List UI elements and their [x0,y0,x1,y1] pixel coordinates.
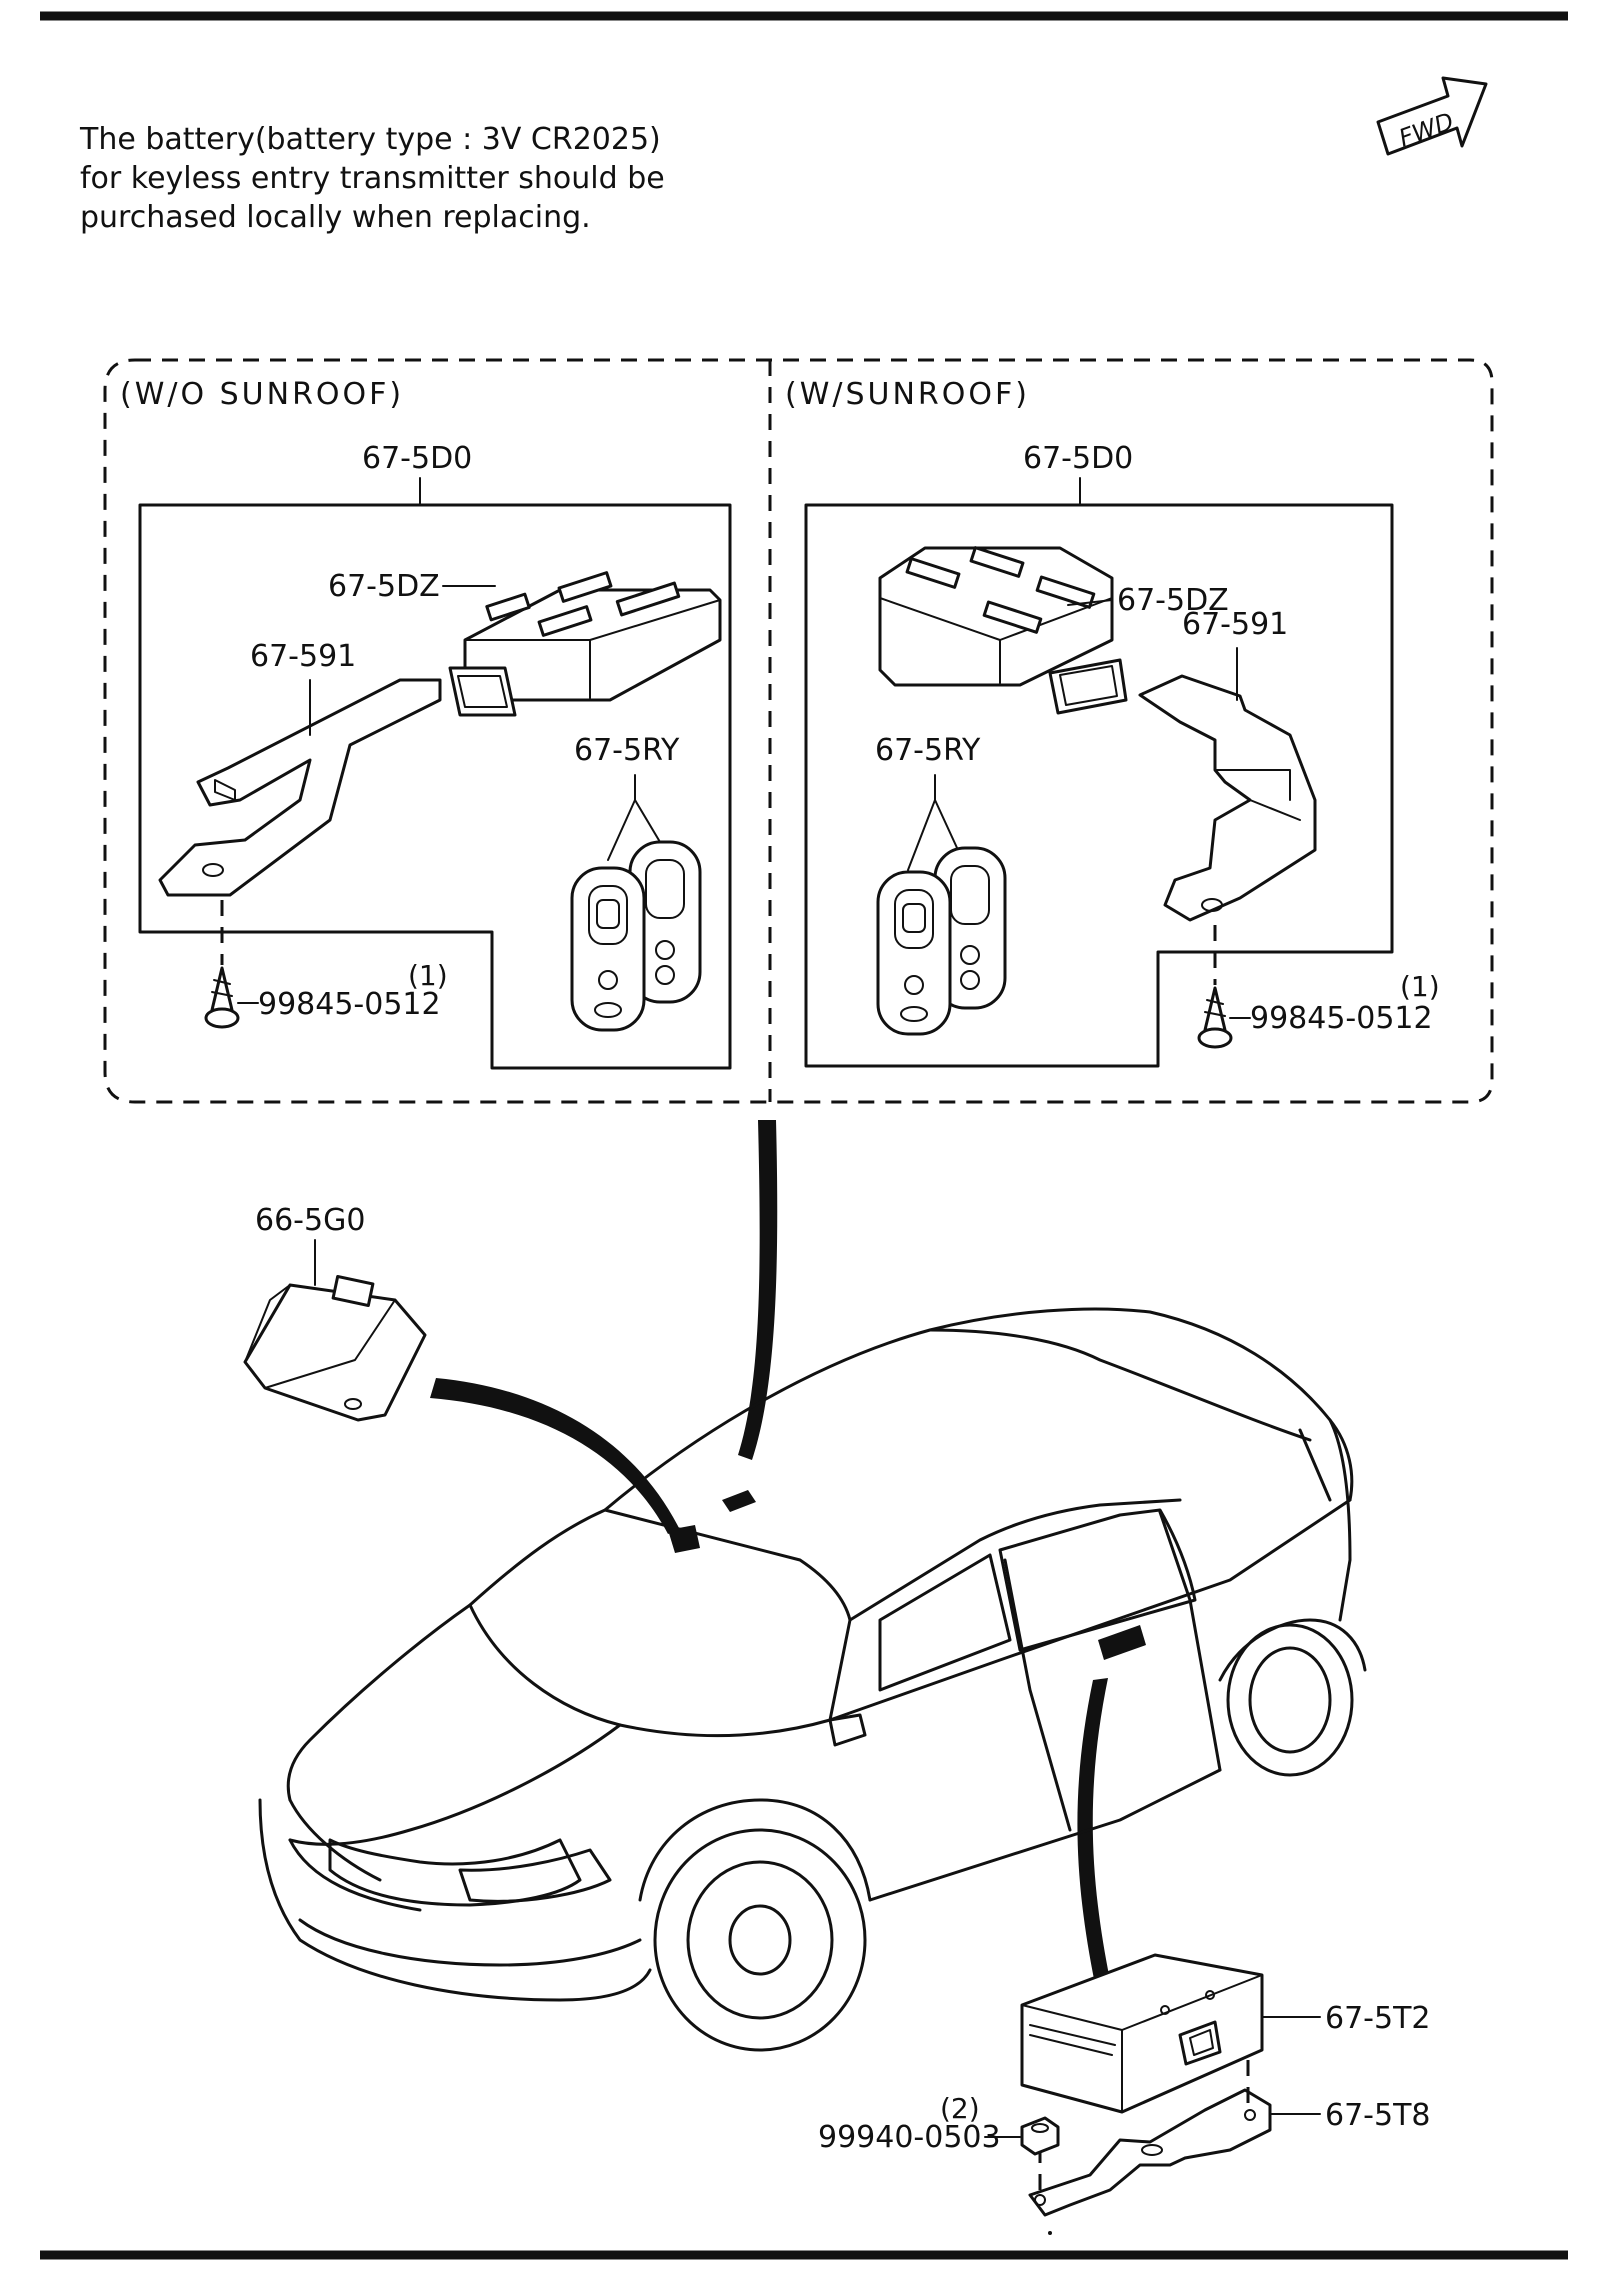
module-leader-right [1067,599,1113,606]
sensor-location-arrow [430,1378,680,1534]
assembly-box-left [138,503,732,1070]
mounting-bracket-left [158,678,442,897]
nut-label: 99940-0503 [818,2120,1001,2155]
screw-label-right: 99845-0512 [1250,1001,1433,1036]
variants-dashed-frame [103,358,1494,1104]
transmitter-front-left [570,866,646,1032]
sensor-label: 66-5G0 [255,1203,365,1238]
module-location-arrow [738,1120,778,1460]
keyless-transmitters-right: 67-5RY [875,733,1007,1036]
keyless-control-module-left [448,571,722,717]
keyless-transmitters-left: 67-5RY [570,733,702,1032]
screw-qty-right: (1) [1400,970,1440,1003]
door-nut [1020,2116,1060,2156]
panel-heading-left: (W/O SUNROOF) [120,377,404,412]
keyless-control-module-right [878,546,1128,715]
door-unit-bracket [1028,2088,1272,2217]
transmitter-front-right [876,870,952,1036]
battery-note: The battery(battery type : 3V CR2025) fo… [80,120,700,237]
screw-label-left: 99845-0512 [258,987,441,1022]
door-unit-location-arrow [1077,1678,1110,1984]
mounting-bracket-right [1138,674,1317,922]
assembly-box-right [804,503,1394,1068]
door-lock-unit [1020,1953,1264,2114]
screw-left [204,966,240,1029]
nut-qty: (2) [940,2092,980,2125]
bracket-label-left: 67-591 [250,639,356,674]
bracket-label-right: 67-591 [1182,607,1288,642]
transmitter-label-left: 67-5RY [574,733,680,768]
screw-right [1197,986,1233,1049]
panel-without-sunroof: (W/O SUNROOF) 67-5D0 67-5DZ [120,377,732,1070]
battery-note-line-2: for keyless entry transmitter should be [80,161,665,196]
forward-arrow-icon: FWD [1376,76,1488,156]
fwd-label: FWD [1395,107,1457,152]
panel-with-sunroof: (W/SUNROOF) 67-5D0 67-5DZ [785,377,1440,1068]
interior-sensor-part [243,1274,427,1422]
battery-note-line-3: purchased locally when replacing. [80,200,591,235]
door-bracket-label: 67-5T8 [1325,2098,1431,2133]
footer-mark [1048,2231,1052,2235]
assembly-label-left: 67-5D0 [362,441,472,476]
module-label-right: 67-5DZ [1117,583,1229,618]
module-mount-marker [722,1490,756,1512]
panel-heading-right: (W/SUNROOF) [785,377,1030,412]
screw-qty-left: (1) [408,959,448,992]
assembly-label-right: 67-5D0 [1023,441,1133,476]
door-unit-label: 67-5T2 [1325,2001,1431,2036]
module-label-left: 67-5DZ [328,569,440,604]
battery-note-line-1: The battery(battery type : 3V CR2025) [80,122,661,157]
sensor-mount-marker [668,1525,700,1553]
transmitter-label-right: 67-5RY [875,733,981,768]
door-unit-mount-marker [1098,1625,1146,1660]
vehicle-outline [258,1307,1367,2052]
